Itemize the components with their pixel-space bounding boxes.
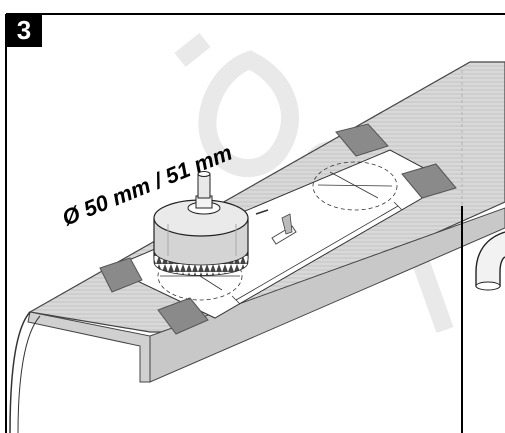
step-number-badge: 3	[6, 14, 42, 47]
tape-square-icon	[99, 123, 457, 335]
template-markings	[157, 161, 403, 305]
hole-saw-icon	[153, 171, 249, 276]
panel-frame	[5, 13, 505, 433]
template-sheet-icon	[255, 209, 297, 245]
pipe-elbow-icon	[475, 231, 505, 291]
